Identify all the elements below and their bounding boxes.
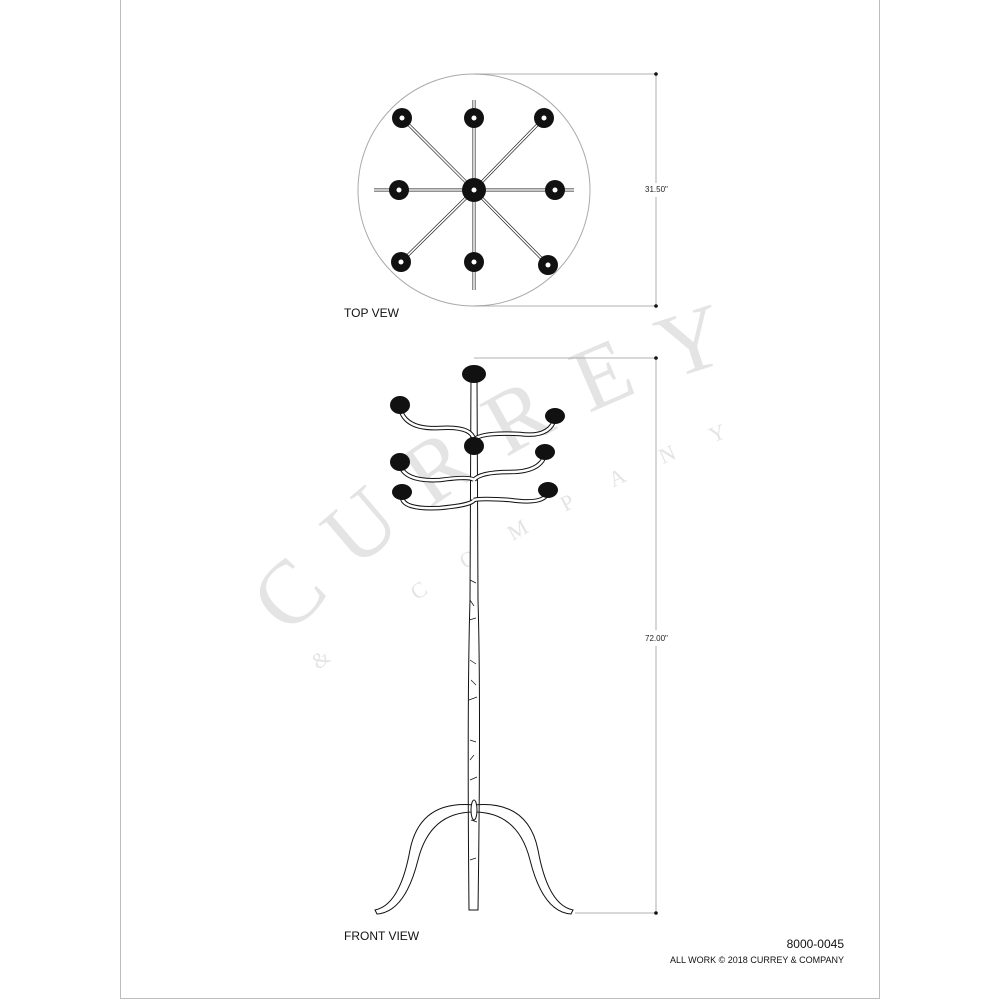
watermark: CURREY&COMPANY [232, 285, 737, 674]
flower-icons [389, 108, 565, 275]
watermark-sub-letter: C [406, 576, 432, 605]
watermark-sub-letter: P [556, 489, 578, 517]
watermark-sub-letter: Y [705, 418, 729, 447]
front-view [374, 356, 658, 915]
watermark-sub-letter: & [306, 644, 335, 674]
watermark-sub-letter: M [503, 514, 532, 545]
front-dimension-lines [474, 357, 657, 914]
watermark-brand-letter: Y [645, 285, 737, 399]
top-view [357, 72, 658, 308]
front-view-label: FRONT VIEW [344, 929, 420, 943]
copyright-notice: ALL WORK © 2018 CURREY & COMPANY [669, 955, 844, 965]
watermark-brand-letter: E [557, 319, 647, 432]
watermark-sub-letter: N [655, 439, 680, 468]
front-dimension-label: 72.00" [645, 634, 668, 643]
product-sku: 8000-0045 [786, 937, 844, 951]
watermark-brand-letter: C [232, 538, 345, 650]
watermark-sub-letter: A [604, 463, 629, 492]
flower-icons [390, 365, 565, 500]
top-dimension-label: 31.50" [645, 185, 668, 194]
drawing-sheet [120, 0, 880, 999]
top-dimension-lines [474, 73, 657, 307]
top-view-label: TOP VEW [344, 306, 399, 320]
